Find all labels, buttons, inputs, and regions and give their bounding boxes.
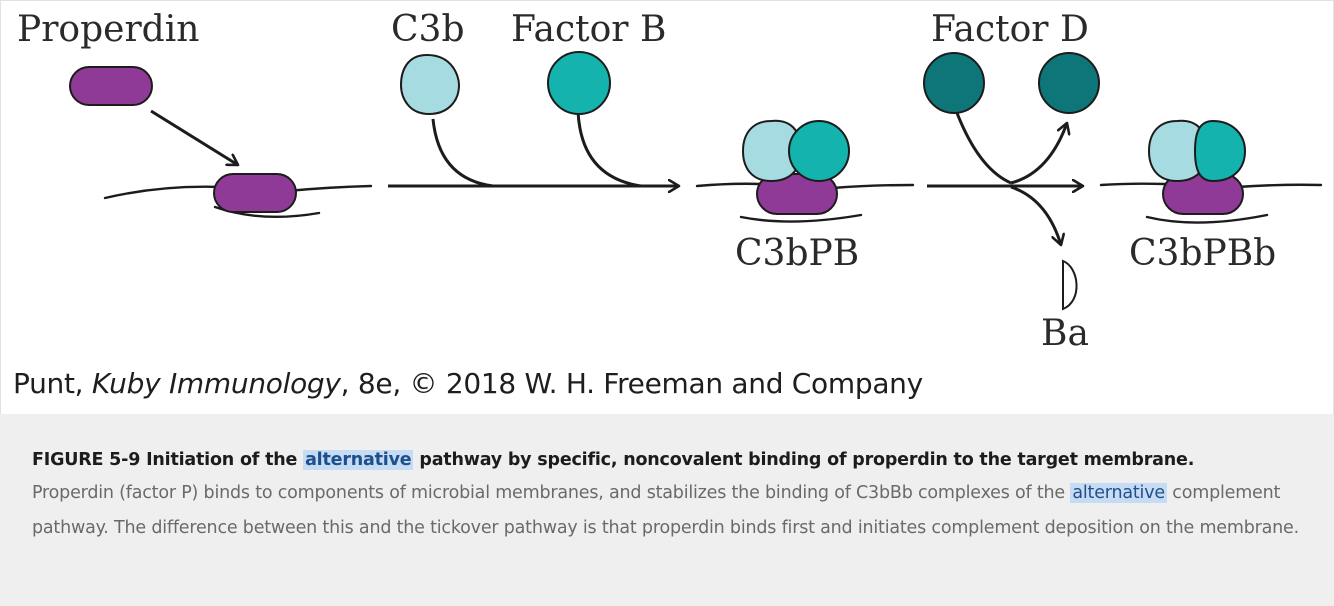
factor-b-free-shape xyxy=(547,51,611,115)
c3bpbb-label: C3bPBb xyxy=(1129,233,1276,274)
factor-b-join-curve xyxy=(576,110,642,188)
ba-fragment-shape xyxy=(1062,259,1078,311)
caption-body-prefix: Properdin (factor P) binds to components… xyxy=(32,483,1071,503)
c3b-free-shape xyxy=(399,53,461,116)
membrane-3 xyxy=(1099,182,1323,224)
properdin-free-shape xyxy=(69,66,153,106)
credit-rest: , 8e, © 2018 W. H. Freeman and Company xyxy=(340,367,924,400)
caption-body-highlight: alternative xyxy=(1070,483,1167,503)
caption-body: Properdin (factor P) binds to components… xyxy=(32,476,1302,546)
c3bpb-label: C3bPB xyxy=(735,233,859,274)
caption-title-prefix: FIGURE 5-9 Initiation of the xyxy=(32,450,304,470)
credit-author: Punt, xyxy=(13,367,92,400)
factor-d-label: Factor D xyxy=(931,9,1089,50)
c3b-join-curve xyxy=(431,118,494,188)
membrane-2 xyxy=(695,182,915,223)
c3bpb-factor-b-shape xyxy=(788,120,850,182)
factor-d-out-arrow xyxy=(1010,123,1067,185)
ba-label: Ba xyxy=(1041,313,1089,354)
caption-title-highlight: alternative xyxy=(303,450,414,470)
caption-body-suffix: complement pathway. The difference betwe… xyxy=(32,483,1299,538)
factor-d-in-curve xyxy=(955,112,1012,185)
caption-panel: FIGURE 5-9 Initiation of the alternative… xyxy=(0,414,1334,606)
figure-panel: Properdin C3b Factor B Factor D C3bPB C3… xyxy=(0,0,1334,414)
caption-title-suffix: pathway by specific, noncovalent binding… xyxy=(413,450,1195,470)
c3b-label: C3b xyxy=(391,9,465,50)
binding-arrow xyxy=(150,109,238,165)
factor-d-after-shape xyxy=(1038,52,1100,114)
figure-credit: Punt, Kuby Immunology, 8e, © 2018 W. H. … xyxy=(13,367,923,400)
ba-release-arrow xyxy=(1010,185,1061,245)
properdin-bound-shape xyxy=(213,173,297,213)
c3bpbb-factor-bb-shape xyxy=(1193,119,1247,183)
caption-title: FIGURE 5-9 Initiation of the alternative… xyxy=(32,445,1302,475)
factor-d-before-shape xyxy=(923,52,985,114)
c3bpb-properdin-shape xyxy=(756,173,838,215)
pathway-diagram: Properdin C3b Factor B Factor D C3bPB C3… xyxy=(17,9,1323,354)
factor-b-label: Factor B xyxy=(511,9,666,50)
properdin-label: Properdin xyxy=(17,9,199,50)
credit-book-title: Kuby Immunology xyxy=(91,367,341,400)
